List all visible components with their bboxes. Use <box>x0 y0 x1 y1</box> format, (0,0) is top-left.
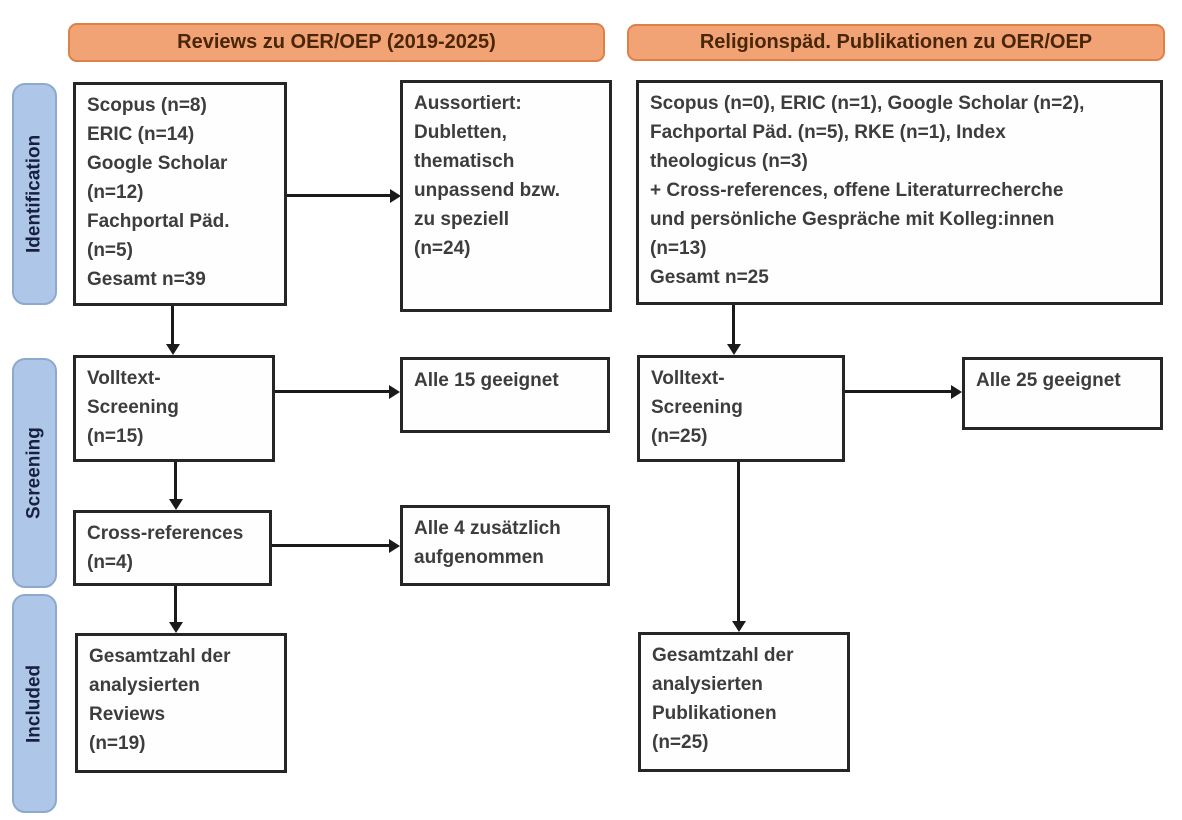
arrow-left-crossref-to-added <box>272 544 389 547</box>
arrow-right-sources-to-fulltext <box>732 305 735 344</box>
column-header-reviews: Reviews zu OER/OEP (2019-2025) <box>68 23 605 62</box>
stage-label-screening: Screening <box>12 358 57 588</box>
box-left-total: Gesamtzahl der analysierten Reviews (n=1… <box>75 633 287 773</box>
box-right-fulltext-screening: Volltext- Screening (n=25) <box>637 355 845 462</box>
stage-label-identification: Identification <box>12 83 57 305</box>
box-left-added: Alle 4 zusätzlich aufgenommen <box>400 505 610 586</box>
box-right-eligible: Alle 25 geeignet <box>962 357 1163 430</box>
arrow-left-sources-to-excluded <box>287 194 390 197</box>
arrow-left-sources-to-fulltext <box>171 306 174 344</box>
box-right-total: Gesamtzahl der analysierten Publikatione… <box>638 632 850 772</box>
arrow-left-fulltext-to-eligible <box>275 390 389 393</box>
box-right-sources: Scopus (n=0), ERIC (n=1), Google Scholar… <box>636 80 1163 305</box>
box-left-cross-references: Cross-references (n=4) <box>73 510 272 586</box>
arrow-right-fulltext-to-eligible <box>845 390 951 393</box>
box-left-fulltext-screening: Volltext- Screening (n=15) <box>73 355 275 462</box>
box-left-eligible: Alle 15 geeignet <box>400 357 610 433</box>
stage-label-included: Included <box>12 594 57 813</box>
arrow-right-fulltext-to-total <box>737 462 740 621</box>
column-header-religionspaed: Religionspäd. Publikationen zu OER/OEP <box>627 24 1165 61</box>
arrow-left-crossref-to-total <box>174 586 177 622</box>
box-left-excluded: Aussortiert: Dubletten, thematisch unpas… <box>400 80 612 312</box>
box-left-sources: Scopus (n=8) ERIC (n=14) Google Scholar … <box>73 82 287 306</box>
arrow-left-fulltext-to-crossref <box>174 462 177 499</box>
